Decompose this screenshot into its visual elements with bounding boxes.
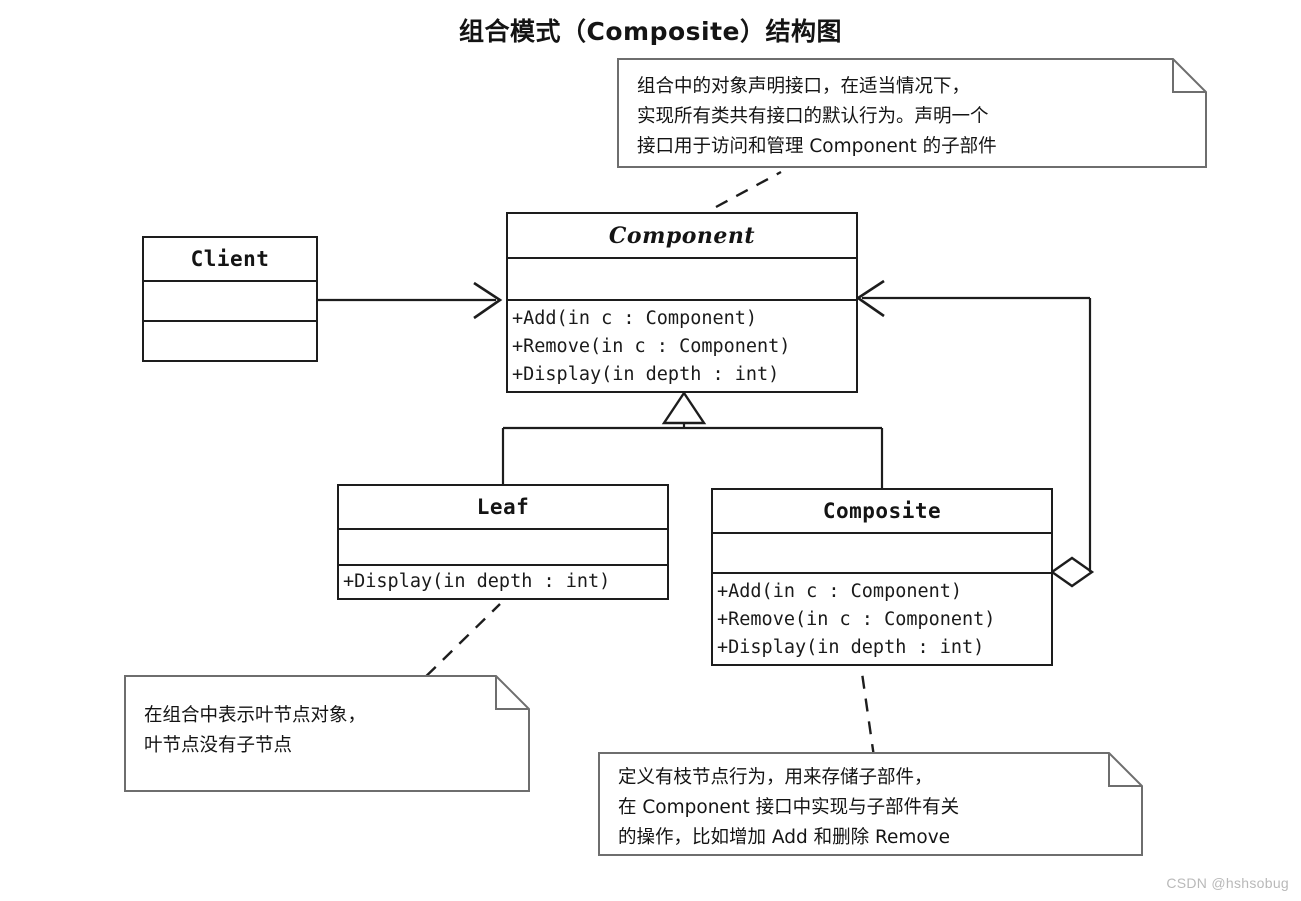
leaf-methods-compartment: +Display(in depth : int) xyxy=(339,564,667,598)
component-name-compartment: Component xyxy=(508,214,856,257)
client-methods-compartment xyxy=(144,320,316,360)
composite-method: +Add(in c : Component) xyxy=(717,580,963,602)
component-note-anchor xyxy=(715,170,782,209)
composite-class-name: Composite xyxy=(822,499,942,523)
leaf-attributes-compartment xyxy=(339,528,667,564)
note-component: 组合中的对象声明接口，在适当情况下， 实现所有类共有接口的默认行为。声明一个 接… xyxy=(617,58,1207,168)
component-method: +Add(in c : Component) xyxy=(512,307,758,329)
note-composite: 定义有枝节点行为，用来存储子部件， 在 Component 接口中实现与子部件有… xyxy=(598,752,1143,856)
component-method: +Display(in depth : int) xyxy=(512,364,780,386)
note-leaf-text: 在组合中表示叶节点对象， 叶节点没有子节点 xyxy=(144,705,367,756)
leaf-class-name: Leaf xyxy=(476,495,530,519)
composite-name-compartment: Composite xyxy=(713,490,1051,532)
component-class-name: Component xyxy=(608,222,756,249)
composite-methods-compartment: +Add(in c : Component) +Remove(in c : Co… xyxy=(713,572,1051,664)
client-attributes-compartment xyxy=(144,280,316,320)
note-component-text: 组合中的对象声明接口，在适当情况下， 实现所有类共有接口的默认行为。声明一个 接… xyxy=(637,76,997,157)
watermark: CSDN @hshsobug xyxy=(1166,875,1289,891)
class-box-composite[interactable]: Composite +Add(in c : Component) +Remove… xyxy=(711,488,1053,666)
note-leaf: 在组合中表示叶节点对象， 叶节点没有子节点 xyxy=(124,675,530,792)
component-attributes-compartment xyxy=(508,257,856,299)
class-box-client[interactable]: Client xyxy=(142,236,318,362)
note-leaf-shape xyxy=(124,675,530,792)
composite-attributes-compartment xyxy=(713,532,1051,572)
component-methods-compartment: +Add(in c : Component) +Remove(in c : Co… xyxy=(508,299,856,391)
leaf-method: +Display(in depth : int) xyxy=(343,570,611,592)
client-name-compartment: Client xyxy=(144,238,316,280)
note-composite-text: 定义有枝节点行为，用来存储子部件， 在 Component 接口中实现与子部件有… xyxy=(618,767,960,848)
class-box-component[interactable]: Component +Add(in c : Component) +Remove… xyxy=(506,212,858,393)
relationship-client-uses-component xyxy=(317,281,503,320)
note-component-shape xyxy=(617,58,1207,168)
composite-method: +Display(in depth : int) xyxy=(717,637,985,659)
relationship-generalization-bus xyxy=(501,390,884,488)
composite-method: +Remove(in c : Component) xyxy=(717,608,996,630)
note-composite-shape xyxy=(598,752,1143,856)
page-title: 组合模式（Composite）结构图 xyxy=(459,17,842,46)
client-class-name: Client xyxy=(190,247,270,271)
component-method: +Remove(in c : Component) xyxy=(512,335,791,357)
class-box-leaf[interactable]: Leaf +Display(in depth : int) xyxy=(337,484,669,600)
composite-note-anchor xyxy=(859,665,876,758)
leaf-name-compartment: Leaf xyxy=(339,486,667,528)
